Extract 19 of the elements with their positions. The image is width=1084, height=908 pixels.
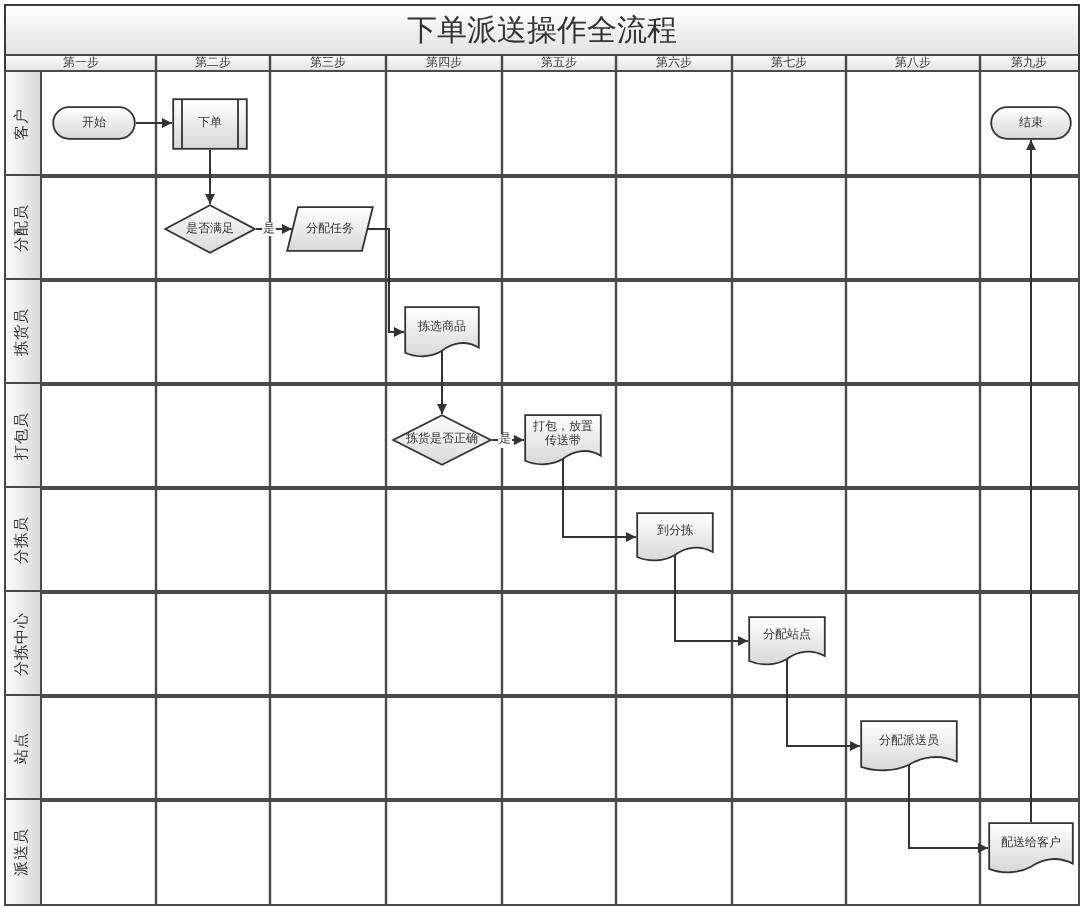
arrow bbox=[786, 658, 861, 751]
swimlane bbox=[6, 176, 1078, 280]
swimlane bbox=[6, 72, 1078, 176]
diagram-title: 下单派送操作全流程 bbox=[407, 13, 677, 47]
swimlane bbox=[6, 696, 1078, 800]
arrow bbox=[437, 349, 447, 415]
swimlane bbox=[6, 384, 1078, 488]
arrow bbox=[908, 763, 989, 853]
arrow bbox=[205, 149, 215, 205]
arrow bbox=[674, 554, 749, 646]
arrow bbox=[491, 435, 525, 445]
arrow bbox=[135, 118, 173, 128]
swimlane bbox=[6, 488, 1078, 592]
swimlane bbox=[6, 800, 1078, 904]
swimlane bbox=[6, 280, 1078, 384]
arrow bbox=[367, 228, 405, 337]
swimlane bbox=[6, 592, 1078, 696]
arrow bbox=[562, 457, 637, 542]
arrow bbox=[1026, 139, 1036, 823]
